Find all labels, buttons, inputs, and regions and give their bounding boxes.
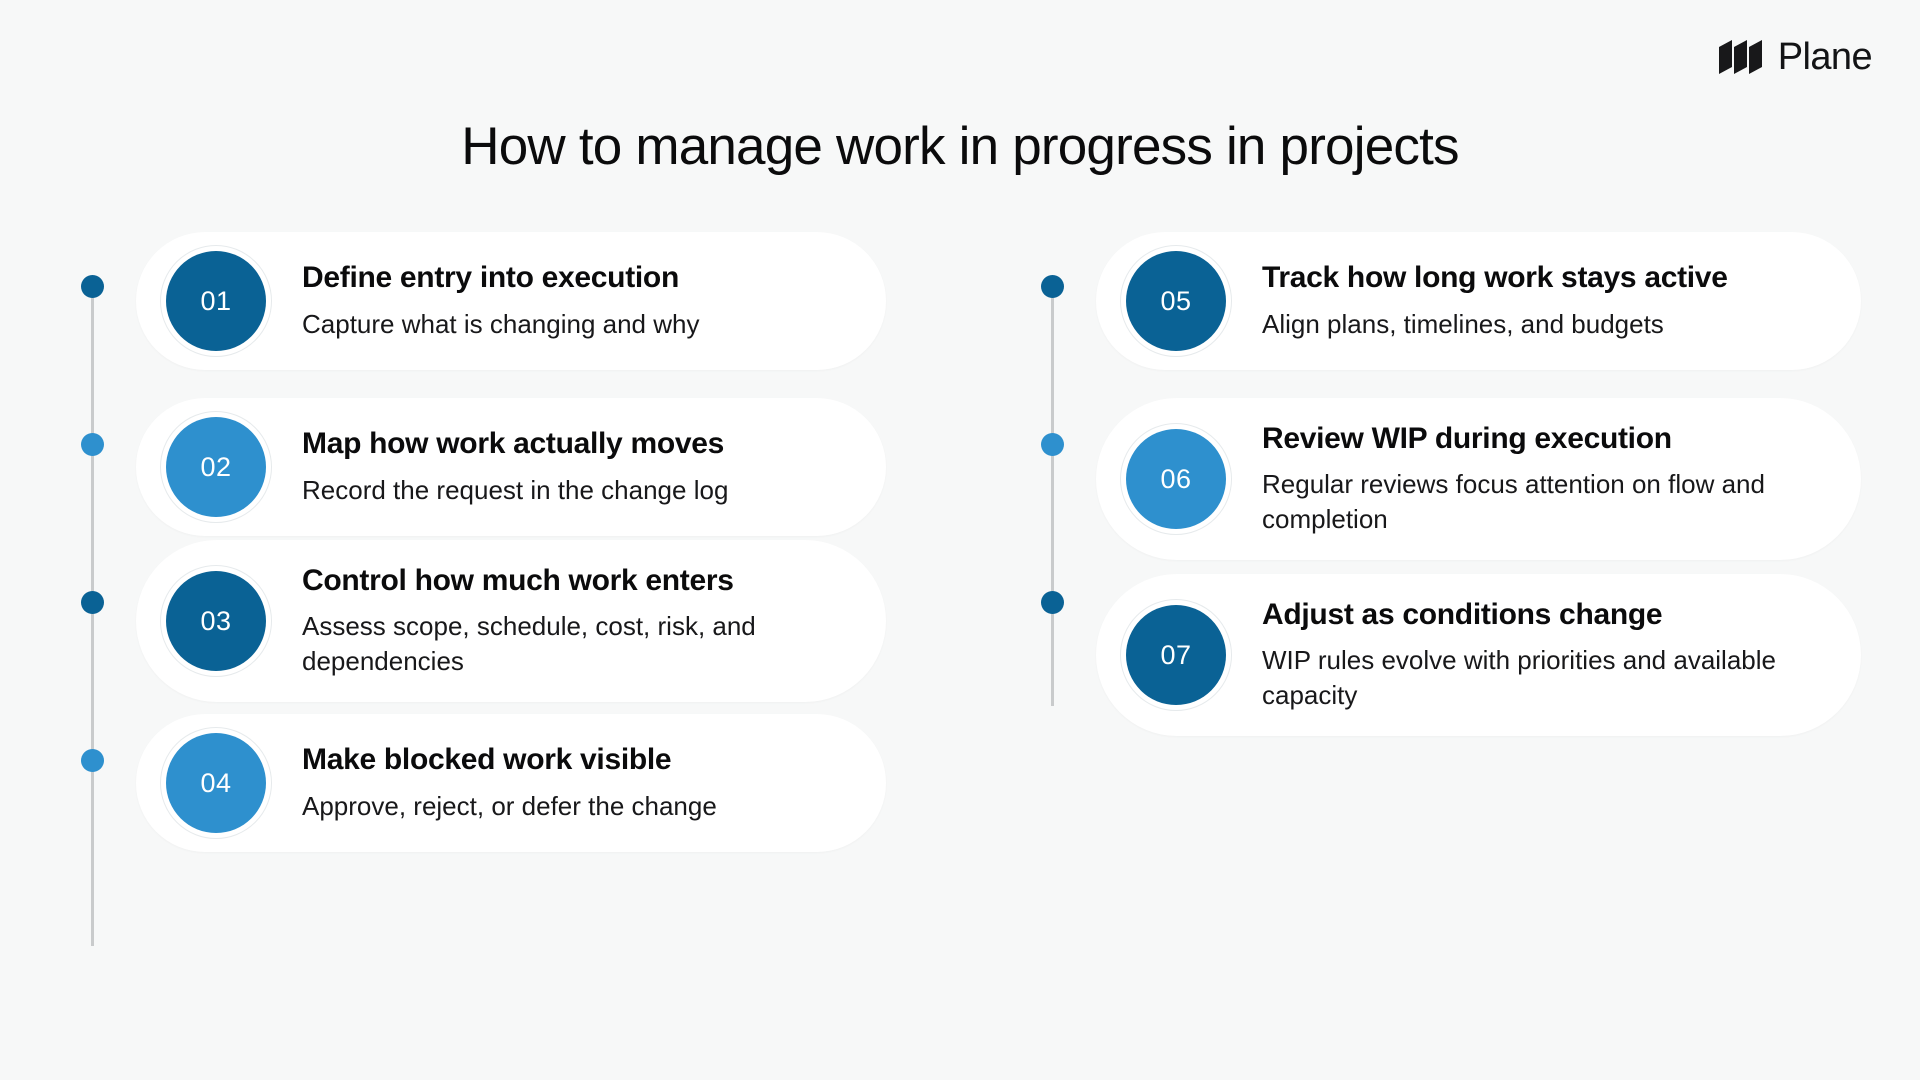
step-badge-ring-02: 02 (160, 411, 272, 523)
step-number-badge: 04 (166, 733, 266, 833)
step-title: Make blocked work visible (302, 743, 672, 777)
step-subtitle: Capture what is changing and why (302, 308, 700, 339)
step-badge-ring-01: 01 (160, 245, 272, 357)
step-title: Adjust as conditions change (1262, 597, 1663, 631)
step-subtitle: Align plans, timelines, and budgets (1262, 308, 1664, 339)
timeline-dot-06 (1041, 433, 1064, 456)
step-number-badge: 02 (166, 417, 266, 517)
timeline-dot-01 (81, 275, 104, 298)
step-number-badge: 05 (1126, 251, 1226, 351)
step-number-badge: 01 (166, 251, 266, 351)
step-title: Map how work actually moves (302, 427, 725, 461)
step-title: Track how long work stays active (1262, 261, 1728, 295)
step-title: Define entry into execution (302, 261, 679, 295)
step-number-badge: 06 (1126, 429, 1226, 529)
step-badge-ring-03: 03 (160, 565, 272, 677)
step-badge-ring-07: 07 (1120, 599, 1232, 711)
plane-logo-icon (1718, 40, 1762, 74)
step-subtitle: Assess scope, schedule, cost, risk, and … (302, 611, 756, 677)
step-subtitle: Record the request in the change log (302, 474, 729, 505)
timeline-dot-05 (1041, 275, 1064, 298)
step-subtitle: Regular reviews focus attention on flow … (1262, 469, 1765, 535)
step-badge-ring-06: 06 (1120, 423, 1232, 535)
step-title: Control how much work enters (302, 563, 734, 597)
timeline-dot-07 (1041, 591, 1064, 614)
step-subtitle: WIP rules evolve with priorities and ava… (1262, 645, 1776, 711)
step-number-badge: 03 (166, 571, 266, 671)
timeline-rail-right (1051, 286, 1054, 706)
brand-name: Plane (1777, 36, 1873, 78)
step-subtitle: Approve, reject, or defer the change (302, 790, 717, 821)
step-badge-ring-05: 05 (1120, 245, 1232, 357)
step-title: Review WIP during execution (1262, 421, 1672, 455)
timeline-dot-03 (81, 591, 104, 614)
step-number-badge: 07 (1126, 605, 1226, 705)
timeline-rail-left (91, 286, 94, 946)
timeline-dot-04 (81, 749, 104, 772)
timeline-dot-02 (81, 433, 104, 456)
step-badge-ring-04: 04 (160, 727, 272, 839)
brand-logo: Plane (1718, 36, 1873, 78)
page-title: How to manage work in progress in projec… (461, 117, 1459, 176)
